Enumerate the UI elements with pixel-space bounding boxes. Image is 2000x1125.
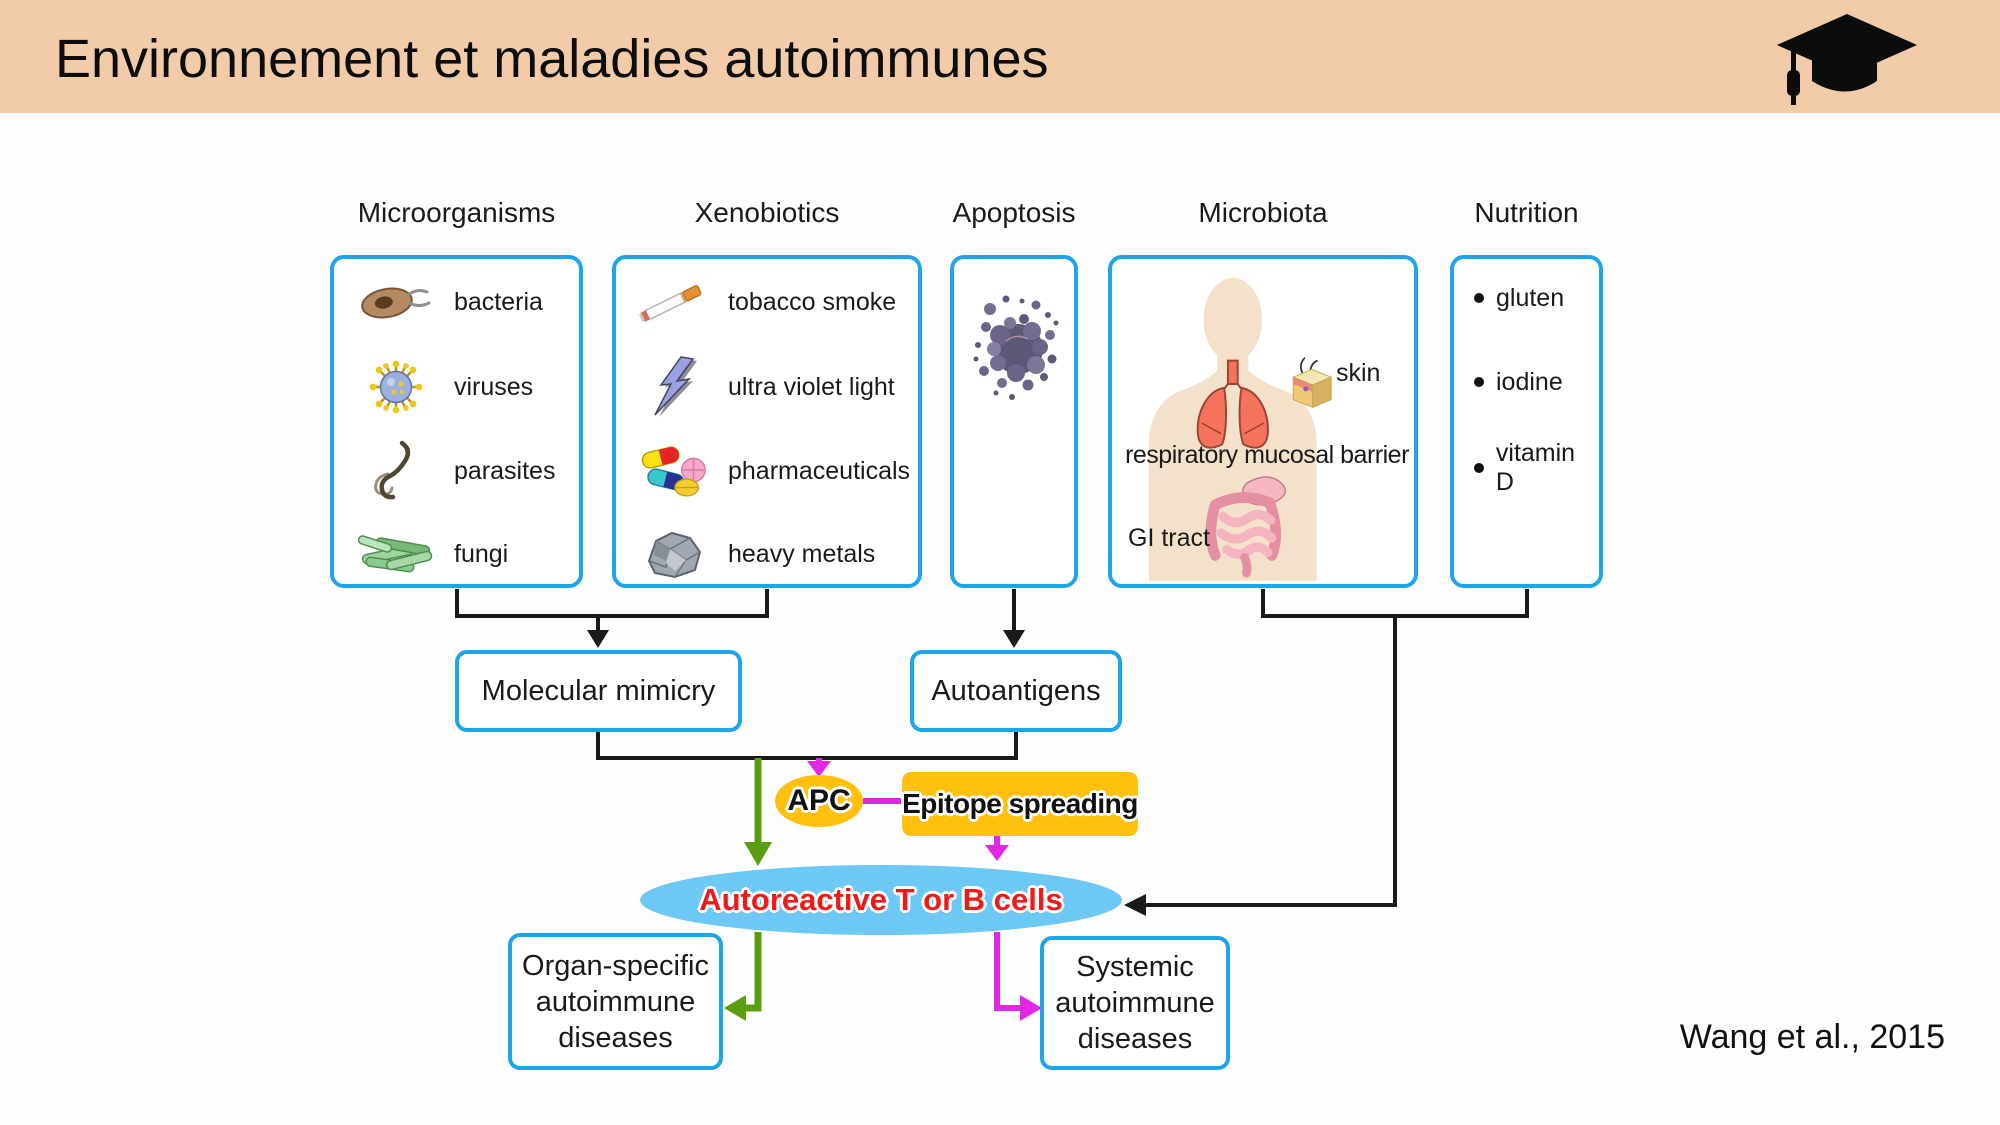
annotation-respiratory: respiratory mucosal barrier	[1125, 441, 1409, 469]
epitope-spreading-node: Epitope spreading	[902, 772, 1138, 836]
column-header-xenobiotics: Xenobiotics	[694, 197, 840, 228]
molecular-mimicry-node: Molecular mimicry	[455, 650, 742, 732]
systemic-line: Systemic	[1076, 951, 1194, 983]
list-item: heavy metals	[636, 526, 875, 582]
list-item: pharmaceuticals	[636, 443, 910, 499]
bacteria-icon	[356, 277, 436, 327]
list-item-label: bacteria	[454, 287, 543, 316]
column-header-nutrition: Nutrition	[1474, 197, 1579, 228]
apc-label: APC	[787, 784, 851, 817]
list-item-label: viruses	[454, 372, 534, 401]
list-item: tobacco smoke	[636, 274, 896, 330]
list-item-label: vitamin D	[1495, 439, 1576, 496]
list-item-label: parasites	[454, 456, 556, 485]
page-title: Environnement et maladies autoimmunes	[55, 29, 1049, 89]
organ-specific-line: autoimmune	[535, 985, 696, 1018]
epitope-spreading-label: Epitope spreading	[902, 788, 1138, 819]
systemic-line: diseases	[1077, 1023, 1193, 1055]
apoptosis-box	[950, 255, 1078, 588]
microorganisms-box: bacteria	[330, 255, 583, 588]
list-item-label: tobacco smoke	[728, 287, 897, 316]
list-item-label: fungi	[454, 539, 509, 568]
column-header-microbiota: Microbiota	[1198, 197, 1328, 228]
lightning-icon	[636, 355, 712, 419]
fungi-icon	[356, 532, 436, 576]
column-header-microorganisms: Microorganisms	[357, 197, 556, 228]
list-item: vitamin D	[1474, 439, 1599, 496]
list-item: parasites	[356, 440, 556, 502]
apc-node: APC	[775, 775, 863, 827]
header-band: Environnement et maladies autoimmunes	[0, 0, 2000, 113]
xenobiotics-box: tobacco smoke ultra violet light	[612, 255, 922, 588]
nutrition-box: gluten iodine vitamin D	[1450, 255, 1603, 588]
list-item: bacteria	[356, 274, 543, 330]
graduation-cap-icon	[1775, 12, 1920, 113]
systemic-line: autoimmune	[1055, 987, 1215, 1019]
autoreactive-cells-node: Autoreactive T or B cells	[640, 865, 1122, 935]
bullet-icon	[1474, 463, 1484, 473]
autoreactive-cells-label: Autoreactive T or B cells	[699, 882, 1063, 917]
list-item: fungi	[356, 526, 508, 582]
cigarette-icon	[636, 274, 712, 330]
list-item-label: gluten	[1496, 283, 1565, 312]
list-item: ultra violet light	[636, 356, 895, 417]
annotation-skin: skin	[1336, 359, 1381, 387]
human-body-icon	[1112, 259, 1414, 589]
list-item: gluten	[1474, 281, 1564, 315]
organ-specific-line: diseases	[558, 1021, 673, 1054]
list-item-label: pharmaceuticals	[728, 456, 911, 485]
microbiota-box: skin respiratory mucosal barrier GI trac…	[1108, 255, 1418, 588]
bullet-icon	[1474, 377, 1484, 387]
organ-specific-diseases-node: Organ-specific autoimmune diseases	[508, 933, 723, 1070]
annotation-gi-tract: GI tract	[1128, 524, 1210, 552]
list-item: viruses	[356, 359, 533, 415]
systemic-diseases-node: Systemic autoimmune diseases	[1040, 936, 1230, 1070]
column-header-apoptosis: Apoptosis	[952, 197, 1076, 228]
pills-icon	[636, 442, 712, 500]
list-item-label: heavy metals	[728, 539, 876, 568]
virus-icon	[356, 359, 436, 415]
apoptotic-cell-icon	[966, 279, 1070, 414]
organ-specific-line: Organ-specific	[522, 949, 709, 982]
autoantigens-node: Autoantigens	[910, 650, 1122, 732]
parasite-icon	[356, 440, 436, 502]
rock-icon	[636, 527, 712, 581]
citation: Wang et al., 2015	[1679, 1018, 1945, 1056]
list-item-label: ultra violet light	[728, 372, 895, 401]
list-item-label: iodine	[1496, 367, 1563, 396]
bullet-icon	[1474, 293, 1484, 303]
list-item: iodine	[1474, 365, 1563, 399]
